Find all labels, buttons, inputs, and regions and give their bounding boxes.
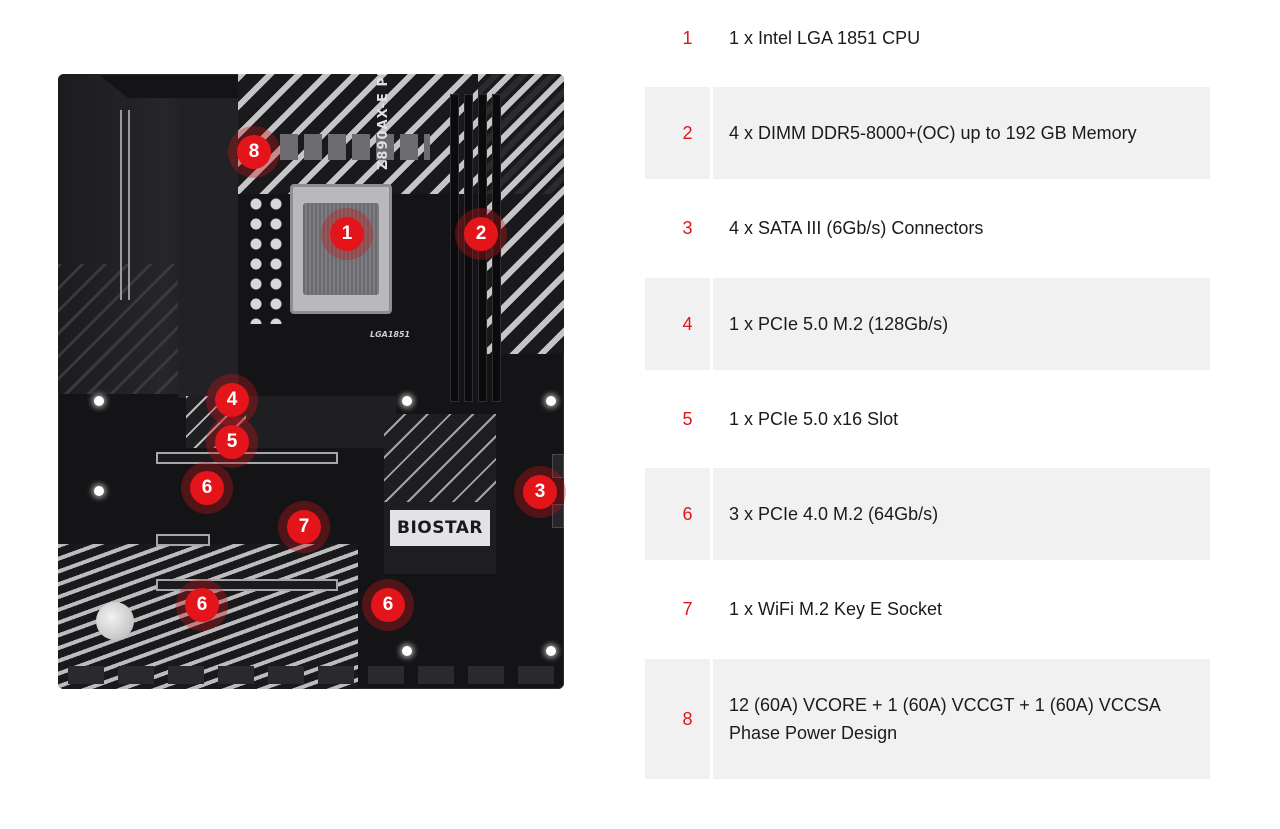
spec-text: 1 x Intel LGA 1851 CPU [713,0,1210,76]
spec-row-1: 1 1 x Intel LGA 1851 CPU [645,0,1210,76]
vrm-heatsink [178,98,238,398]
spec-number: 4 [645,278,710,370]
mount-hole [94,396,104,406]
dimm-slot [492,94,501,402]
callout-badge-5[interactable]: 5 [215,425,249,459]
spec-row-7: 7 1 x WiFi M.2 Key E Socket [645,563,1210,655]
spec-text: 12 (60A) VCORE + 1 (60A) VCCGT + 1 (60A)… [713,659,1210,779]
spec-row-8: 8 12 (60A) VCORE + 1 (60A) VCCGT + 1 (60… [645,659,1210,779]
spec-line: 3 x PCIe 4.0 M.2 (64Gb/s) [729,504,939,524]
spec-row-3: 3 4 x SATA III (6Gb/s) Connectors [645,182,1210,274]
spec-text: 4 x DIMM DDR5-8000+(OC) up to 192 GB Mem… [713,87,1210,179]
callout-badge-3[interactable]: 3 [523,475,557,509]
sata-connector [552,454,564,478]
callout-badge-7[interactable]: 7 [287,510,321,544]
spec-text: 1 x WiFi M.2 Key E Socket [713,563,1210,655]
spec-number: 8 [645,659,710,779]
pcie-x16-slot [156,452,338,464]
bottom-headers [68,666,554,684]
spec-number: 6 [645,468,710,560]
pcie-x16-slot-secondary [156,579,338,591]
spec-number: 3 [682,217,693,238]
mount-hole [402,646,412,656]
motherboard-pcb: Z890AX-E PRO LGA1851 BIOSTAR [58,74,564,689]
pcie-x1-slot [156,534,210,546]
spec-line: 1 x Intel LGA 1851 CPU [729,28,921,48]
spec-text: 1 x PCIe 5.0 x16 Slot [713,373,1210,465]
spec-line: 1 x PCIe 5.0 x16 Slot [729,409,899,429]
spec-line: 12 (60A) VCORE + 1 (60A) VCCGT + 1 (60A)… [729,695,1161,715]
spec-line: Phase Power Design [729,723,898,743]
spec-number: 7 [682,598,693,619]
chipset-heatsink: BIOSTAR [384,414,496,574]
dimm-slot [450,94,459,402]
vrm-chokes [280,134,430,160]
spec-text: 1 x PCIe 5.0 M.2 (128Gb/s) [713,278,1210,370]
cmos-battery [96,602,134,640]
motherboard-image: Z890AX-E PRO LGA1851 BIOSTAR [50,50,570,695]
callout-badge-2[interactable]: 2 [464,217,498,251]
spec-text: 4 x SATA III (6Gb/s) Connectors [713,182,1210,274]
mount-hole [546,646,556,656]
callout-badge-6[interactable]: 6 [185,588,219,622]
mount-hole [402,396,412,406]
spec-row-2: 2 4 x DIMM DDR5-8000+(OC) up to 192 GB M… [645,87,1210,179]
callout-badge-8[interactable]: 8 [237,135,271,169]
spec-line: 1 x WiFi M.2 Key E Socket [729,599,943,619]
capacitor-bank [246,194,286,324]
spec-text: 3 x PCIe 4.0 M.2 (64Gb/s) [713,468,1210,560]
socket-silkscreen: LGA1851 [370,330,411,339]
callout-badge-4[interactable]: 4 [215,383,249,417]
spec-number: 5 [682,408,693,429]
spec-line: 4 x SATA III (6Gb/s) Connectors [729,218,984,238]
sata-connector [552,504,564,528]
brand-logo: BIOSTAR [390,510,490,546]
callout-badge-6[interactable]: 6 [371,588,405,622]
callout-badge-1[interactable]: 1 [330,217,364,251]
spec-line: 1 x PCIe 5.0 M.2 (128Gb/s) [729,314,949,334]
spec-row-5: 5 1 x PCIe 5.0 x16 Slot [645,373,1210,465]
mount-hole [94,486,104,496]
mount-hole [546,396,556,406]
callout-badge-6[interactable]: 6 [190,471,224,505]
pcb-stripe-pattern-right [478,74,564,354]
spec-number: 2 [645,87,710,179]
spec-row-4: 4 1 x PCIe 5.0 M.2 (128Gb/s) [645,278,1210,370]
model-silkscreen: Z890AX-E PRO [376,74,391,170]
spec-line: 4 x DIMM DDR5-8000+(OC) up to 192 GB Mem… [729,123,1137,143]
spec-row-6: 6 3 x PCIe 4.0 M.2 (64Gb/s) [645,468,1210,560]
spec-number: 1 [682,27,693,48]
